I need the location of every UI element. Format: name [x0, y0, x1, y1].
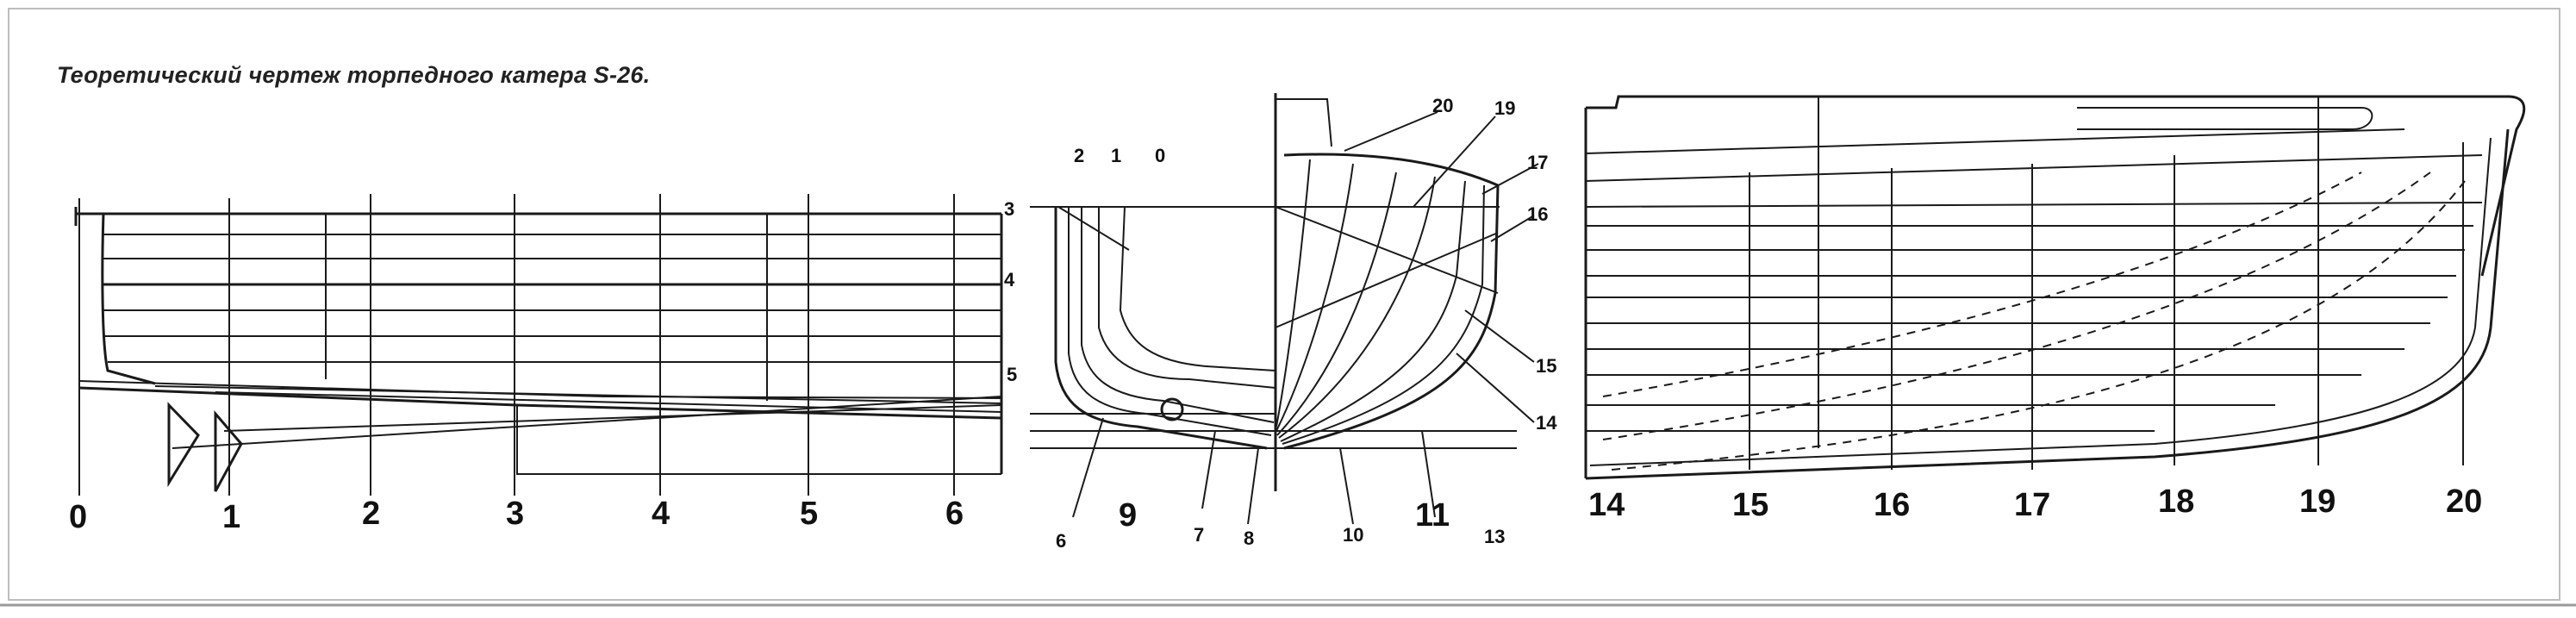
plan-waterline [1585, 154, 2483, 182]
body-plan-labels: 2 1 0 3 4 5 6 9 7 8 10 11 13 20 19 17 16… [1004, 95, 1557, 552]
station-label: 14 [1588, 487, 1625, 523]
leader [1456, 353, 1535, 423]
section-label: 20 [1432, 95, 1453, 116]
diagonal [1275, 206, 1499, 294]
diagonal [1275, 232, 1499, 328]
body-plan [1030, 93, 1539, 525]
section-label: 0 [1155, 145, 1165, 166]
shaft-line [223, 404, 1002, 432]
section-label: 2 [1074, 145, 1084, 166]
plan-waterline [1585, 202, 2483, 208]
leader [1413, 115, 1496, 208]
propeller-blade [167, 402, 200, 488]
section-aft [1054, 207, 1268, 450]
station-label: 16 [1874, 487, 1910, 523]
stem-top [1276, 98, 1332, 147]
station-label: 19 [2299, 484, 2336, 520]
section-label: 8 [1244, 527, 1254, 549]
section-fwd [1280, 180, 1466, 442]
sheet-border [8, 8, 2560, 601]
section-fwd [1283, 184, 1500, 450]
deck-outline [1586, 95, 2526, 277]
section-aft [1068, 207, 1272, 436]
plan-station-labels: 14 15 16 17 18 19 20 [1588, 484, 2482, 523]
shaft-circle [1160, 397, 1184, 421]
station-label: 5 [800, 496, 818, 532]
section-label: 17 [1527, 152, 1548, 173]
station-label: 6 [945, 496, 964, 532]
section-label: 4 [1004, 269, 1015, 290]
leader [1201, 430, 1216, 509]
station-label: 1 [222, 499, 240, 535]
hull-outline-inner [1589, 137, 2492, 466]
section-fwd [1276, 172, 1397, 436]
section-label: 5 [1007, 364, 1017, 385]
cockpit-outline [2077, 107, 2373, 130]
section-label: 3 [1004, 198, 1014, 220]
section-label: 13 [1484, 526, 1505, 547]
station-label: 2 [362, 496, 380, 532]
section-fwd [1276, 159, 1311, 428]
shaft-line [172, 396, 1002, 449]
section-label: 9 [1119, 497, 1137, 534]
plan-waterline [1585, 128, 2405, 154]
section-aft [1081, 207, 1275, 423]
side-station-labels: 0 1 2 3 4 5 6 [69, 496, 964, 535]
skeg-outline [516, 405, 1001, 475]
station-label: 17 [2014, 487, 2050, 523]
section-label: 11 [1415, 497, 1450, 534]
station-label: 20 [2446, 484, 2482, 520]
leader [1247, 447, 1259, 525]
sheer-line [1283, 153, 1499, 187]
station-label: 15 [1732, 487, 1768, 523]
leader [1057, 206, 1130, 251]
drawing-caption: Теоретический чертеж торпедного катера S… [57, 62, 651, 88]
section-label: 6 [1056, 530, 1066, 552]
section-label: 14 [1536, 412, 1557, 434]
station-label: 18 [2158, 484, 2194, 520]
hull-outline [1585, 128, 2510, 480]
side-view [74, 194, 1003, 496]
plan-view [1584, 95, 2526, 480]
leader [1421, 430, 1436, 518]
section-fwd [1278, 176, 1436, 439]
plan-diagonal [1602, 172, 2431, 440]
section-aft [1119, 206, 1276, 371]
section-label: 16 [1527, 203, 1548, 225]
station-label: 4 [652, 496, 670, 532]
leader [1344, 111, 1438, 152]
section-fwd [1282, 184, 1485, 445]
section-aft [1098, 207, 1276, 389]
section-label: 19 [1494, 97, 1515, 119]
section-label: 7 [1194, 524, 1204, 546]
section-fwd [1276, 163, 1354, 432]
station-label: 3 [506, 496, 524, 532]
leader [1481, 163, 1539, 195]
plan-diagonal [1611, 180, 2466, 471]
station-label: 0 [69, 499, 87, 535]
section-label: 15 [1536, 355, 1556, 377]
section-label: 10 [1343, 524, 1363, 546]
leader [1072, 417, 1104, 518]
leader [1490, 215, 1535, 242]
leader [1464, 309, 1535, 363]
section-label: 1 [1111, 145, 1121, 166]
buttock-line [154, 385, 1002, 404]
chine-line [78, 380, 1002, 399]
plan-diagonal [1602, 172, 2362, 397]
leader [1339, 447, 1354, 525]
stem-curve [101, 213, 156, 385]
